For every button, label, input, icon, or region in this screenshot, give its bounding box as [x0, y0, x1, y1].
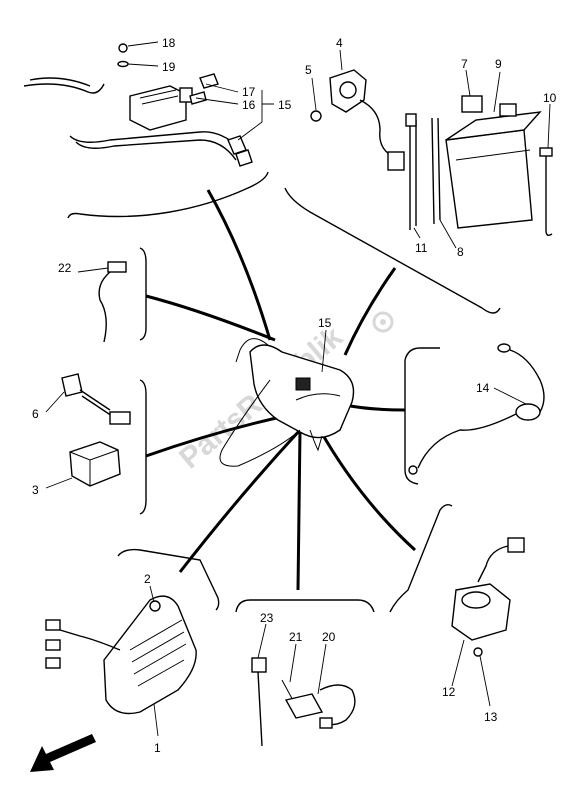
label-5: 5 — [305, 63, 312, 77]
bottom-middle-group — [251, 657, 356, 747]
group-frame-lines — [67, 171, 501, 613]
wiring-harness-group — [23, 43, 253, 167]
direction-arrow-icon — [30, 734, 96, 772]
label-15-center: 15 — [318, 316, 332, 330]
label-14: 14 — [476, 381, 490, 395]
label-22: 22 — [58, 261, 72, 275]
label-1: 1 — [154, 741, 161, 755]
label-7: 7 — [461, 57, 468, 71]
label-21: 21 — [289, 630, 303, 644]
label-2: 2 — [144, 572, 151, 586]
label-8: 8 — [457, 245, 464, 259]
battery-group — [310, 69, 553, 237]
leader-lines — [45, 41, 551, 737]
label-15-top: 15 — [278, 98, 292, 112]
right-parts-group — [408, 343, 545, 475]
frame-assembly — [219, 338, 355, 467]
label-18: 18 — [162, 36, 176, 50]
label-11: 11 — [415, 241, 428, 255]
label-17: 17 — [242, 85, 256, 99]
label-6: 6 — [32, 407, 39, 421]
label-16: 16 — [242, 98, 256, 112]
label-3: 3 — [32, 483, 39, 497]
watermark-gear-icon — [372, 311, 394, 333]
label-13: 13 — [484, 710, 498, 724]
label-4: 4 — [336, 36, 343, 50]
label-9: 9 — [495, 57, 502, 71]
label-19: 19 — [162, 60, 176, 74]
part-number-labels: 18 19 17 16 15 4 5 7 9 10 11 8 22 15 6 1… — [32, 36, 557, 755]
label-20: 20 — [322, 630, 336, 644]
bottom-left-group — [45, 595, 197, 715]
bottom-right-group — [451, 537, 525, 657]
label-12: 12 — [442, 685, 456, 699]
label-10: 10 — [543, 91, 557, 105]
label-23: 23 — [260, 611, 274, 625]
left-parts-group — [61, 261, 131, 487]
